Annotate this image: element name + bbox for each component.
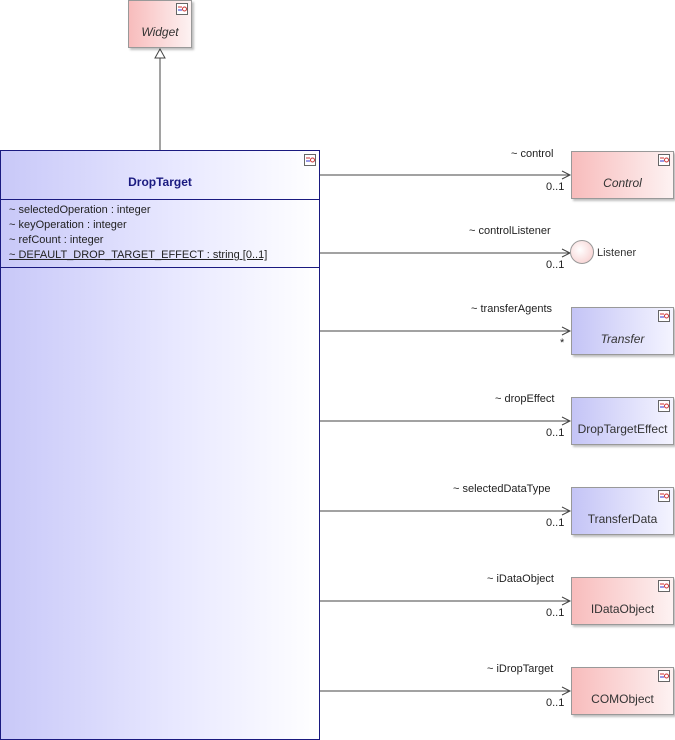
assoc-arrow-droptargeteffect <box>561 416 572 426</box>
name-compartment-divider <box>1 199 319 200</box>
assoc-arrow-idataobject <box>561 596 572 606</box>
transfer-class-name: Transfer <box>600 332 645 346</box>
transferdata-class-name: TransferData <box>587 512 658 526</box>
droptarget-class-name: DropTarget <box>128 175 192 189</box>
role-label-idroptarget: ~ iDropTarget <box>487 663 554 675</box>
multiplicity-transferagents: * <box>560 337 565 349</box>
assoc-arrow-transferdata <box>561 506 572 516</box>
droptargeteffect-class-name: DropTargetEffect <box>577 422 668 436</box>
role-label-control: ~ control <box>511 148 554 160</box>
transferdata-class[interactable]: TransferData <box>571 487 674 535</box>
class-icon <box>658 310 670 322</box>
assoc-arrow-control <box>561 170 572 180</box>
role-label-transferagents: ~ transferAgents <box>471 303 553 315</box>
multiplicity-idataobject: 0..1 <box>546 607 565 619</box>
listener-interface-name: Listener <box>597 247 637 259</box>
role-label-controllistener: ~ controlListener <box>469 225 551 237</box>
class-icon <box>658 580 670 592</box>
class-icon <box>176 3 188 15</box>
droptargeteffect-class[interactable]: DropTargetEffect <box>571 397 674 445</box>
class-icon <box>658 400 670 412</box>
role-label-idataobject: ~ iDataObject <box>487 573 554 585</box>
role-label-dropeffect: ~ dropEffect <box>495 393 555 405</box>
listener-interface-icon[interactable] <box>570 240 594 264</box>
assoc-arrow-transfer <box>561 326 572 336</box>
assoc-arrow-comobject <box>561 686 572 696</box>
transfer-class[interactable]: Transfer <box>571 307 674 355</box>
static-attribute: ~ DEFAULT_DROP_TARGET_EFFECT : string [0… <box>9 249 268 261</box>
class-icon <box>658 154 670 166</box>
attribute-compartment-divider <box>1 267 319 268</box>
comobject-class-name: COMObject <box>591 692 654 706</box>
role-label-selecteddatatype: ~ selectedDataType <box>453 483 551 495</box>
control-class[interactable]: Control <box>571 151 674 199</box>
droptarget-class[interactable]: DropTarget ~ selectedOperation : integer… <box>0 150 320 740</box>
comobject-class[interactable]: COMObject <box>571 667 674 715</box>
class-icon <box>658 670 670 682</box>
control-class-name: Control <box>603 176 642 190</box>
class-icon <box>304 154 316 166</box>
attribute: ~ keyOperation : integer <box>9 219 127 231</box>
multiplicity-selecteddatatype: 0..1 <box>546 517 565 529</box>
multiplicity-dropeffect: 0..1 <box>546 427 565 439</box>
idataobject-class[interactable]: IDataObject <box>571 577 674 625</box>
attribute: ~ selectedOperation : integer <box>9 204 151 216</box>
generalization-arrowhead <box>154 47 166 59</box>
multiplicity-controllistener: 0..1 <box>546 259 565 271</box>
attribute: ~ refCount : integer <box>9 234 104 246</box>
widget-class-name: Widget <box>141 25 179 39</box>
widget-class[interactable]: Widget <box>128 0 192 48</box>
multiplicity-control: 0..1 <box>546 181 565 193</box>
multiplicity-idroptarget: 0..1 <box>546 697 565 709</box>
class-icon <box>658 490 670 502</box>
idataobject-class-name: IDataObject <box>590 602 655 616</box>
